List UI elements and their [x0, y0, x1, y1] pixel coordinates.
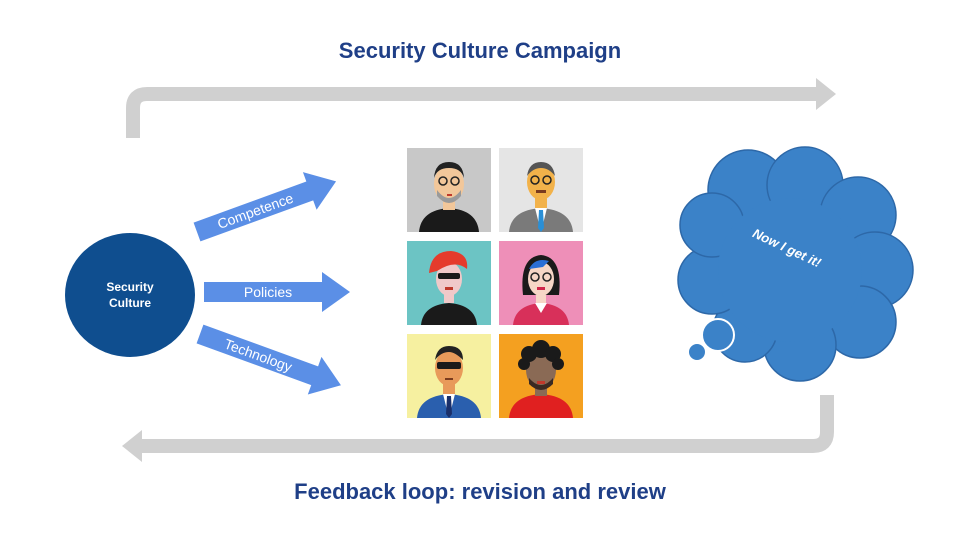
technology-arrow: Technology [196, 324, 341, 395]
thought-bubble: Now I get it! [677, 146, 914, 382]
avatar-man-curly-hair [499, 334, 583, 418]
competence-arrow: Competence [193, 172, 337, 242]
avatar-woman-blue-streak [499, 241, 583, 325]
avatar-woman-red-hair [407, 241, 491, 325]
hub-label-line2: Culture [109, 296, 151, 310]
top-loop-arrow [126, 78, 836, 138]
avatar-man-sunglasses-suit [407, 334, 491, 418]
policies-arrow: Policies [204, 272, 350, 312]
avatar-man-glasses-suit [499, 148, 583, 232]
security-culture-hub: Security Culture [65, 233, 195, 357]
bottom-loop-arrow [122, 395, 834, 462]
hub-label-line1: Security [106, 280, 154, 294]
policies-label: Policies [244, 284, 292, 300]
feedback-loop-title: Feedback loop: revision and review [294, 479, 666, 504]
avatar-man-glasses-turtleneck [407, 148, 491, 232]
campaign-title: Security Culture Campaign [338, 38, 622, 63]
